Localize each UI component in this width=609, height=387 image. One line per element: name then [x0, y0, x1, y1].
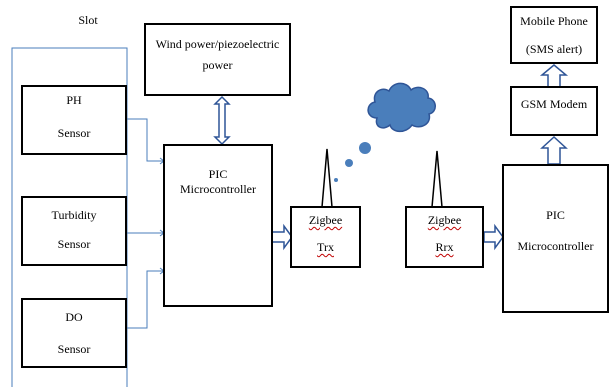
gsm-modem-box: GSM Modem: [510, 86, 598, 136]
bubble-small: [334, 178, 338, 182]
tx-antenna: [321, 148, 333, 208]
zigbee-trx-line1: Zigbee: [308, 213, 343, 227]
phone-line1: Mobile Phone: [520, 14, 588, 28]
phone-line2: (SMS alert): [525, 42, 583, 56]
pic-microcontroller-tx-box: PIC Microcontroller: [163, 144, 273, 307]
pic-rx-line2: Microcontroller: [517, 239, 594, 253]
mobile-phone-box: Mobile Phone (SMS alert): [510, 6, 598, 64]
ph-connector: [126, 118, 165, 165]
power-source-box: Wind power/piezoelectric power: [144, 23, 291, 96]
zigbee-trx-line2: Trx: [317, 240, 334, 254]
do-sensor-box: DO Sensor: [21, 298, 127, 368]
do-sensor-line2: Sensor: [57, 342, 91, 356]
turbidity-sensor-line1: Turbidity: [51, 208, 97, 222]
turbidity-sensor-box: Turbidity Sensor: [21, 196, 127, 266]
ph-sensor-line2: Sensor: [57, 126, 91, 140]
zigbee-rrx-line1: Zigbee: [427, 213, 462, 227]
pic-to-gsm-arrow: [540, 135, 568, 165]
zigbee-rrx-box: Zigbee Rrx: [405, 206, 484, 268]
turbidity-sensor-line2: Sensor: [57, 237, 91, 251]
rx-antenna: [431, 150, 443, 208]
slot-outline: [11, 47, 128, 387]
bubble-large: [359, 142, 371, 154]
cloud-icon: [367, 82, 436, 133]
slot-label: Slot: [78, 13, 98, 27]
pic-tx-line2: Microcontroller: [180, 182, 256, 196]
gsm-to-phone-arrow: [539, 64, 569, 88]
power-line1: Wind power/piezoelectric: [155, 37, 280, 51]
power-pic-double-arrow: [213, 95, 231, 146]
zigbee-rrx-line2: Rrx: [435, 240, 454, 254]
pic-tx-line1: PIC: [208, 167, 228, 181]
gsm-label: GSM Modem: [520, 97, 588, 111]
zigbee-trx-box: Zigbee Trx: [290, 206, 361, 268]
ph-sensor-box: PH Sensor: [21, 85, 127, 155]
pic-microcontroller-rx-box: PIC Microcontroller: [502, 164, 609, 313]
do-connector: [126, 267, 165, 329]
pic-to-trx-arrow: [271, 223, 293, 251]
do-sensor-line1: DO: [65, 310, 83, 324]
ph-sensor-line1: PH: [66, 93, 82, 107]
rrx-to-pic-arrow: [483, 223, 504, 251]
bubble-medium: [345, 159, 353, 167]
turbidity-connector: [126, 229, 165, 237]
pic-rx-line1: PIC: [546, 208, 565, 222]
power-line2: power: [202, 58, 233, 72]
